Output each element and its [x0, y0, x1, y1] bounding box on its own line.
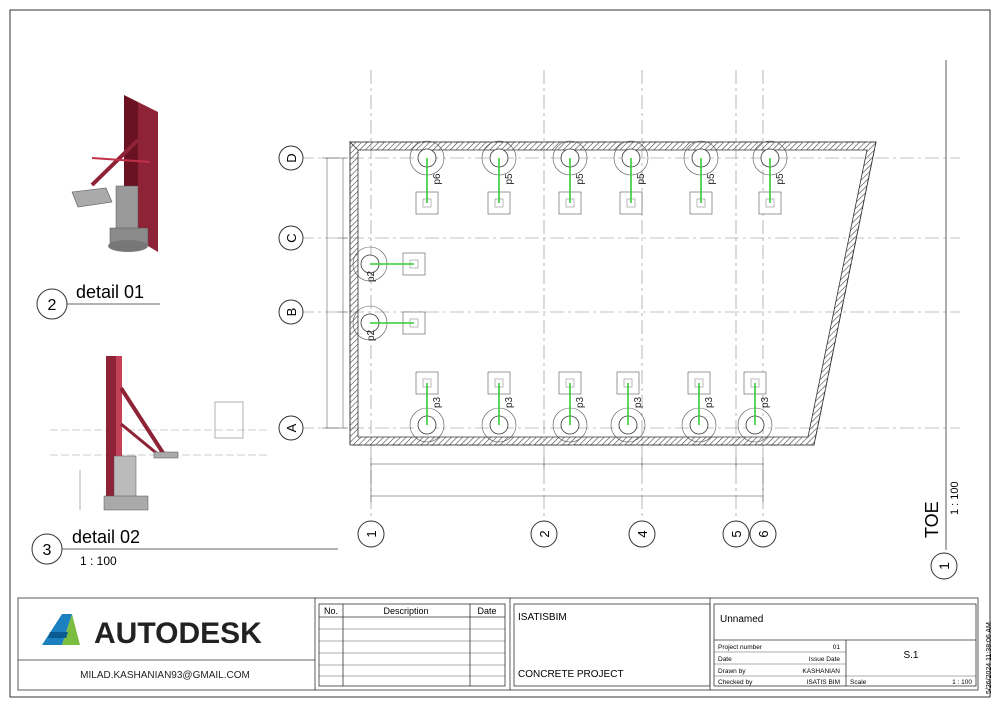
rev-desc-header: Description	[383, 606, 428, 616]
grid-bubble-5: 5	[722, 520, 750, 548]
sheet-number: S.1	[903, 650, 918, 661]
svg-text:p5: p5	[504, 173, 515, 185]
drawn-by-label: Drawn by	[718, 668, 746, 675]
foundation-wall	[349, 141, 877, 446]
detail-01-graphic	[71, 95, 158, 252]
project-number-label: Project number	[718, 644, 763, 651]
grid-bubble-1: 1	[357, 520, 385, 548]
pile-bottom-3: p3	[610, 371, 646, 443]
pile-bottom-0: p3	[409, 371, 445, 443]
grid-bubble-4: 4	[628, 520, 656, 548]
sheet-border	[9, 9, 991, 698]
svg-text:2: 2	[48, 297, 57, 314]
pile-top-5: p5	[752, 140, 788, 215]
svg-text:1: 1	[936, 562, 952, 570]
rev-date-header: Date	[477, 606, 496, 616]
svg-text:p3: p3	[633, 396, 644, 408]
detail-02-graphic	[50, 356, 270, 511]
grid-bubble-6: 6	[749, 520, 777, 548]
pile-top-1: p5	[481, 140, 517, 215]
svg-text:3: 3	[43, 542, 52, 559]
pile-top-4: p5	[683, 140, 719, 215]
svg-text:p5: p5	[636, 173, 647, 185]
svg-text:5: 5	[729, 530, 744, 537]
svg-text:1 : 100: 1 : 100	[80, 554, 117, 568]
pile-bottom-2: p3	[552, 371, 588, 443]
svg-text:p3: p3	[760, 396, 771, 408]
detail-01-label: 2 detail 01	[36, 282, 160, 320]
grid-col-bubbles: 1 2 4 5 6	[357, 520, 777, 548]
pile-bottom-1: p3	[481, 371, 517, 443]
pile-top-0: p6	[409, 140, 445, 215]
project-name: CONCRETE PROJECT	[518, 669, 624, 680]
checked-by-label: Checked by	[718, 679, 753, 686]
project-number-value: 01	[833, 644, 841, 651]
grid-bubble-D: D	[278, 145, 304, 171]
svg-text:B: B	[284, 308, 299, 317]
svg-text:p5: p5	[706, 173, 717, 185]
pile-bottom-5: p3	[737, 371, 773, 443]
date-label: Date	[718, 656, 732, 663]
grid-row-bubbles: D C B A	[278, 145, 304, 441]
grid-lines	[300, 70, 960, 520]
sheet-name: Unnamed	[720, 614, 763, 625]
dimension-bottom	[370, 458, 764, 502]
svg-text:2: 2	[537, 530, 552, 537]
svg-text:p5: p5	[575, 173, 586, 185]
pile-left-0: p2	[352, 246, 426, 282]
svg-text:detail 01: detail 01	[76, 282, 144, 302]
drawn-by-value: KASHANIAN	[802, 668, 840, 675]
svg-text:1: 1	[364, 530, 379, 537]
date-value: Issue Date	[809, 656, 840, 663]
svg-text:AUTODESK: AUTODESK	[94, 617, 262, 650]
svg-text:p2: p2	[366, 270, 377, 282]
svg-text:detail 02: detail 02	[72, 527, 140, 547]
svg-text:p3: p3	[504, 396, 515, 408]
pile-top-2: p5	[552, 140, 588, 215]
pile-top-3: p5	[613, 140, 649, 215]
svg-text:TOE: TOE	[922, 501, 942, 538]
svg-text:6: 6	[756, 530, 771, 537]
svg-text:p6: p6	[432, 173, 443, 185]
scale-label: Scale	[850, 679, 867, 686]
pile-bottom-4: p3	[681, 371, 717, 443]
scale-value: 1 : 100	[952, 679, 972, 686]
svg-text:D: D	[284, 153, 299, 162]
email-text: MILAD.KASHANIAN93@GMAIL.COM	[80, 670, 250, 681]
svg-text:C: C	[284, 233, 299, 242]
view-label: TOE 1 : 100 1	[922, 60, 961, 580]
svg-text:p3: p3	[575, 396, 586, 408]
grid-bubble-A: A	[278, 415, 304, 441]
detail-02-label: 3 detail 02 1 : 100	[31, 527, 338, 568]
dimension-left	[322, 157, 348, 429]
piles-layer: p6 p5 p5 p5 p5 p5 p3 p3 p3 p3 p3 p3 p2 p2	[352, 140, 788, 443]
company-name: ISATISBIM	[518, 612, 567, 623]
svg-text:p3: p3	[704, 396, 715, 408]
autodesk-logo: AUTODESK	[42, 614, 262, 650]
title-block	[17, 597, 979, 691]
rev-no-header: No.	[324, 606, 338, 616]
checked-by-value: ISATIS BIM	[807, 679, 840, 686]
svg-text:p2: p2	[366, 329, 377, 341]
grid-bubble-B: B	[278, 299, 304, 325]
svg-text:p3: p3	[432, 396, 443, 408]
grid-bubble-2: 2	[530, 520, 558, 548]
timestamp: 5/26/2024 11:38:06 AM	[986, 622, 993, 694]
svg-text:p5: p5	[775, 173, 786, 185]
svg-text:A: A	[284, 423, 299, 432]
svg-text:1 : 100: 1 : 100	[949, 481, 961, 515]
grid-bubble-C: C	[278, 225, 304, 251]
pile-left-1: p2	[352, 305, 426, 341]
svg-text:4: 4	[635, 530, 650, 537]
